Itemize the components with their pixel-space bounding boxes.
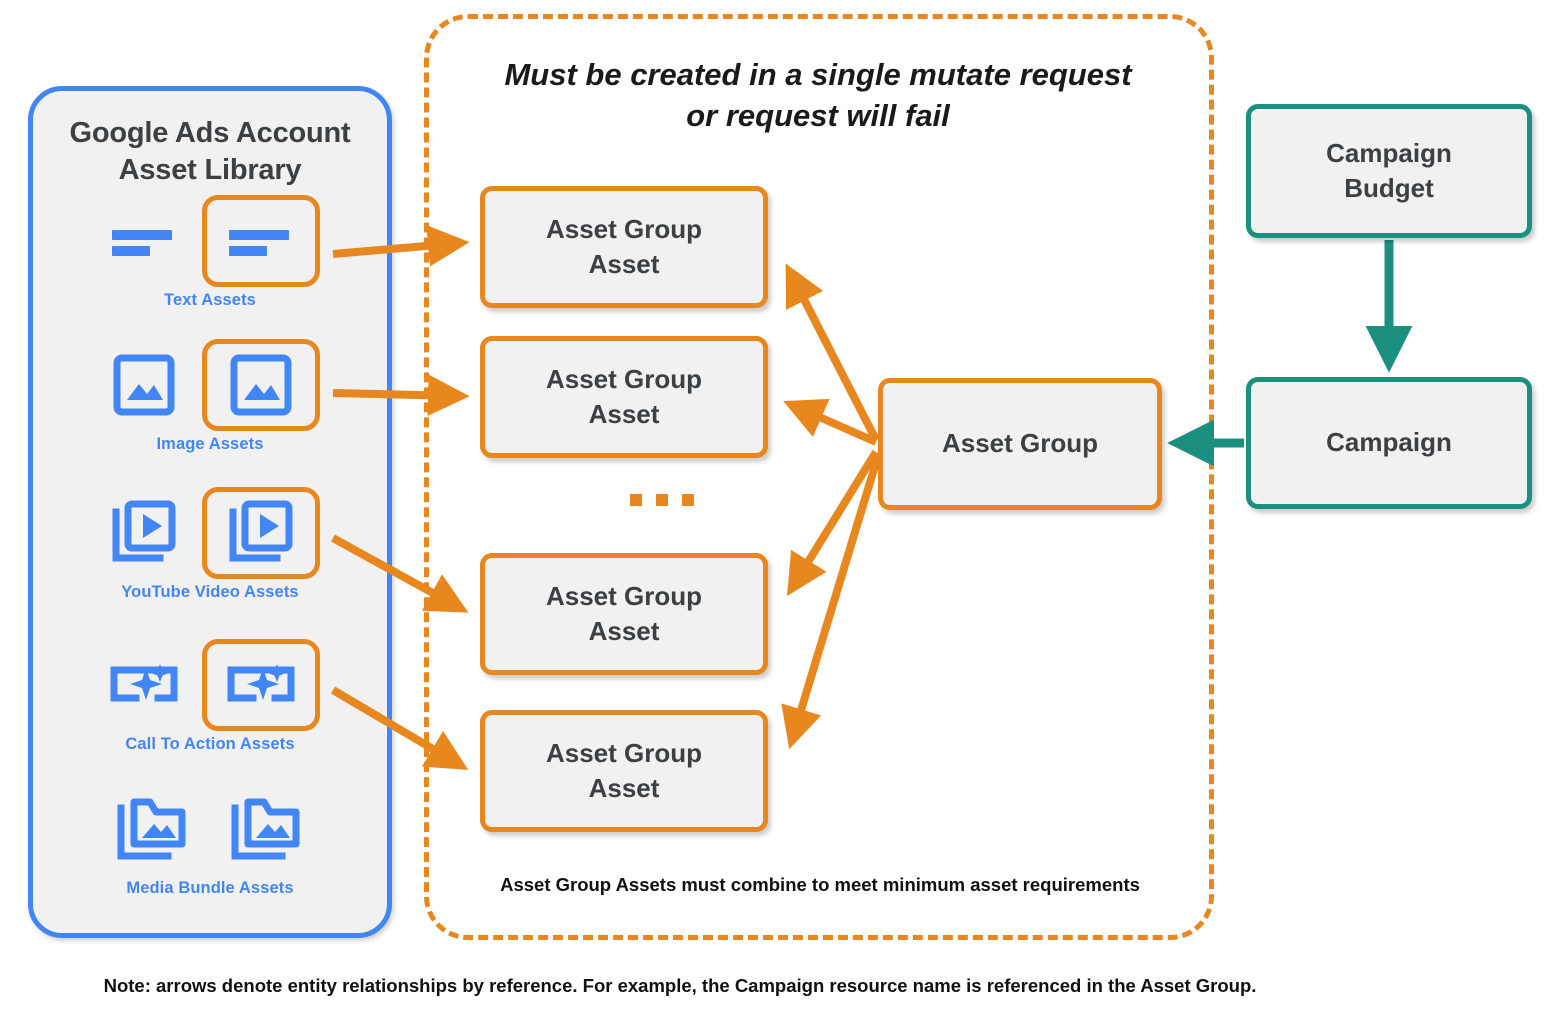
mutate-request-container xyxy=(424,14,1214,940)
diagram-note: Note: arrows denote entity relationships… xyxy=(103,975,1257,996)
image-asset-icon xyxy=(100,343,188,427)
asset-group-asset-4-line2: Asset xyxy=(588,773,660,803)
asset-group-asset-3-line2: Asset xyxy=(588,616,660,646)
call-to-action-asset-icon-selected[interactable] xyxy=(202,639,320,731)
ellipsis-dot-2 xyxy=(656,494,668,506)
asset-group-asset-2-line1: Asset Group xyxy=(545,363,703,394)
asset-row-media-bundle[interactable]: Media Bundle Assets xyxy=(33,783,387,898)
asset-group-asset-node-4[interactable]: Asset Group Asset xyxy=(480,710,768,832)
mutate-request-footnote: Asset Group Assets must combine to meet … xyxy=(500,874,1140,895)
campaign-budget-line2: Budget xyxy=(1344,173,1434,203)
asset-caption-youtube: YouTube Video Assets xyxy=(121,583,299,601)
campaign-budget-line1: Campaign xyxy=(1326,137,1452,168)
youtube-video-asset-icon-selected[interactable] xyxy=(202,487,320,579)
asset-group-asset-node-1[interactable]: Asset Group Asset xyxy=(480,186,768,308)
ellipsis-dot-1 xyxy=(630,494,642,506)
asset-library-title-line1: Google Ads Account xyxy=(69,117,351,149)
asset-group-asset-1-line2: Asset xyxy=(588,249,660,279)
media-bundle-asset-icon-2 xyxy=(223,787,311,871)
asset-row-cta[interactable]: Call To Action Assets xyxy=(33,639,387,754)
asset-caption-image: Image Assets xyxy=(156,435,264,453)
mutate-title-line2: or request will fail xyxy=(686,98,950,134)
mutate-title-line1: Must be created in a single mutate reque… xyxy=(504,57,1132,92)
asset-group-asset-4-line1: Asset Group xyxy=(545,737,703,768)
asset-icons-text xyxy=(33,195,387,287)
asset-caption-text: Text Assets xyxy=(164,291,256,309)
asset-icons-cta xyxy=(33,639,387,731)
asset-group-asset-3-line1: Asset Group xyxy=(545,580,703,611)
media-bundle-asset-icon xyxy=(109,787,197,871)
asset-icons-media-bundle xyxy=(33,783,387,875)
asset-library-title: Google Ads Account Asset Library xyxy=(33,115,387,189)
youtube-video-asset-icon xyxy=(100,491,188,575)
campaign-budget-node[interactable]: Campaign Budget xyxy=(1246,104,1532,238)
asset-group-node[interactable]: Asset Group xyxy=(878,378,1162,510)
asset-icons-youtube xyxy=(33,487,387,579)
asset-row-youtube[interactable]: YouTube Video Assets xyxy=(33,487,387,602)
asset-row-image[interactable]: Image Assets xyxy=(33,339,387,454)
ellipsis-indicator xyxy=(630,494,694,506)
asset-library-title-line2: Asset Library xyxy=(118,153,302,186)
text-asset-icon xyxy=(100,199,188,283)
ellipsis-dot-3 xyxy=(682,494,694,506)
asset-caption-media-bundle: Media Bundle Assets xyxy=(126,879,294,897)
asset-group-asset-1-line1: Asset Group xyxy=(545,213,703,244)
campaign-node[interactable]: Campaign xyxy=(1246,377,1532,509)
asset-group-asset-node-2[interactable]: Asset Group Asset xyxy=(480,336,768,458)
campaign-node-label: Campaign xyxy=(1326,427,1452,458)
asset-caption-cta: Call To Action Assets xyxy=(125,735,295,753)
asset-icons-image xyxy=(33,339,387,431)
image-asset-icon-selected[interactable] xyxy=(202,339,320,431)
asset-group-asset-node-3[interactable]: Asset Group Asset xyxy=(480,553,768,675)
asset-library-panel: Google Ads Account Asset Library xyxy=(28,86,392,938)
text-asset-icon-selected[interactable] xyxy=(202,195,320,287)
asset-row-text[interactable]: Text Assets xyxy=(33,195,387,310)
call-to-action-asset-icon xyxy=(100,643,188,727)
asset-group-asset-2-line2: Asset xyxy=(588,399,660,429)
asset-group-node-label: Asset Group xyxy=(941,428,1099,459)
mutate-request-title: Must be created in a single mutate reque… xyxy=(448,54,1188,136)
